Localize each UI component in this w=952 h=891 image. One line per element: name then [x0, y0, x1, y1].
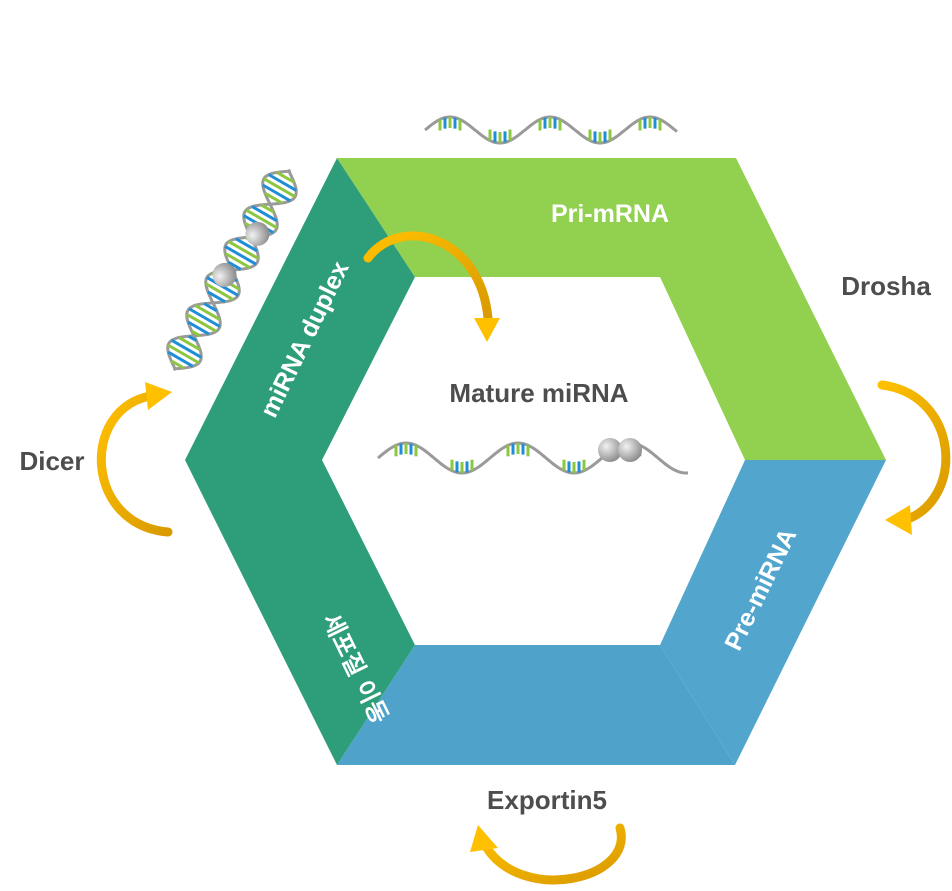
pri-mrna-label: Pri-mRNA: [551, 200, 669, 228]
mature-mirna-title: Mature miRNA: [449, 378, 628, 408]
segment-cytoplasm-transport: [337, 645, 735, 765]
segment-pre-mirna: [660, 460, 886, 765]
segment-pri-mrna: [337, 158, 886, 460]
drosha-arrow: [877, 380, 951, 535]
mature-mirna-strand-icon: [377, 438, 689, 475]
dicer-label: Dicer: [19, 446, 84, 476]
exportin5-arrow: [470, 823, 626, 885]
drosha-label: Drosha: [841, 271, 931, 301]
pri-mrna-strand-icon: [424, 115, 678, 145]
maturation-arrow: [363, 231, 500, 342]
exportin5-label: Exportin5: [487, 785, 607, 815]
segment-mirna-duplex: [185, 158, 415, 765]
mirna-duplex-helix-icon: [166, 168, 298, 372]
dicer-arrow: [96, 382, 173, 537]
